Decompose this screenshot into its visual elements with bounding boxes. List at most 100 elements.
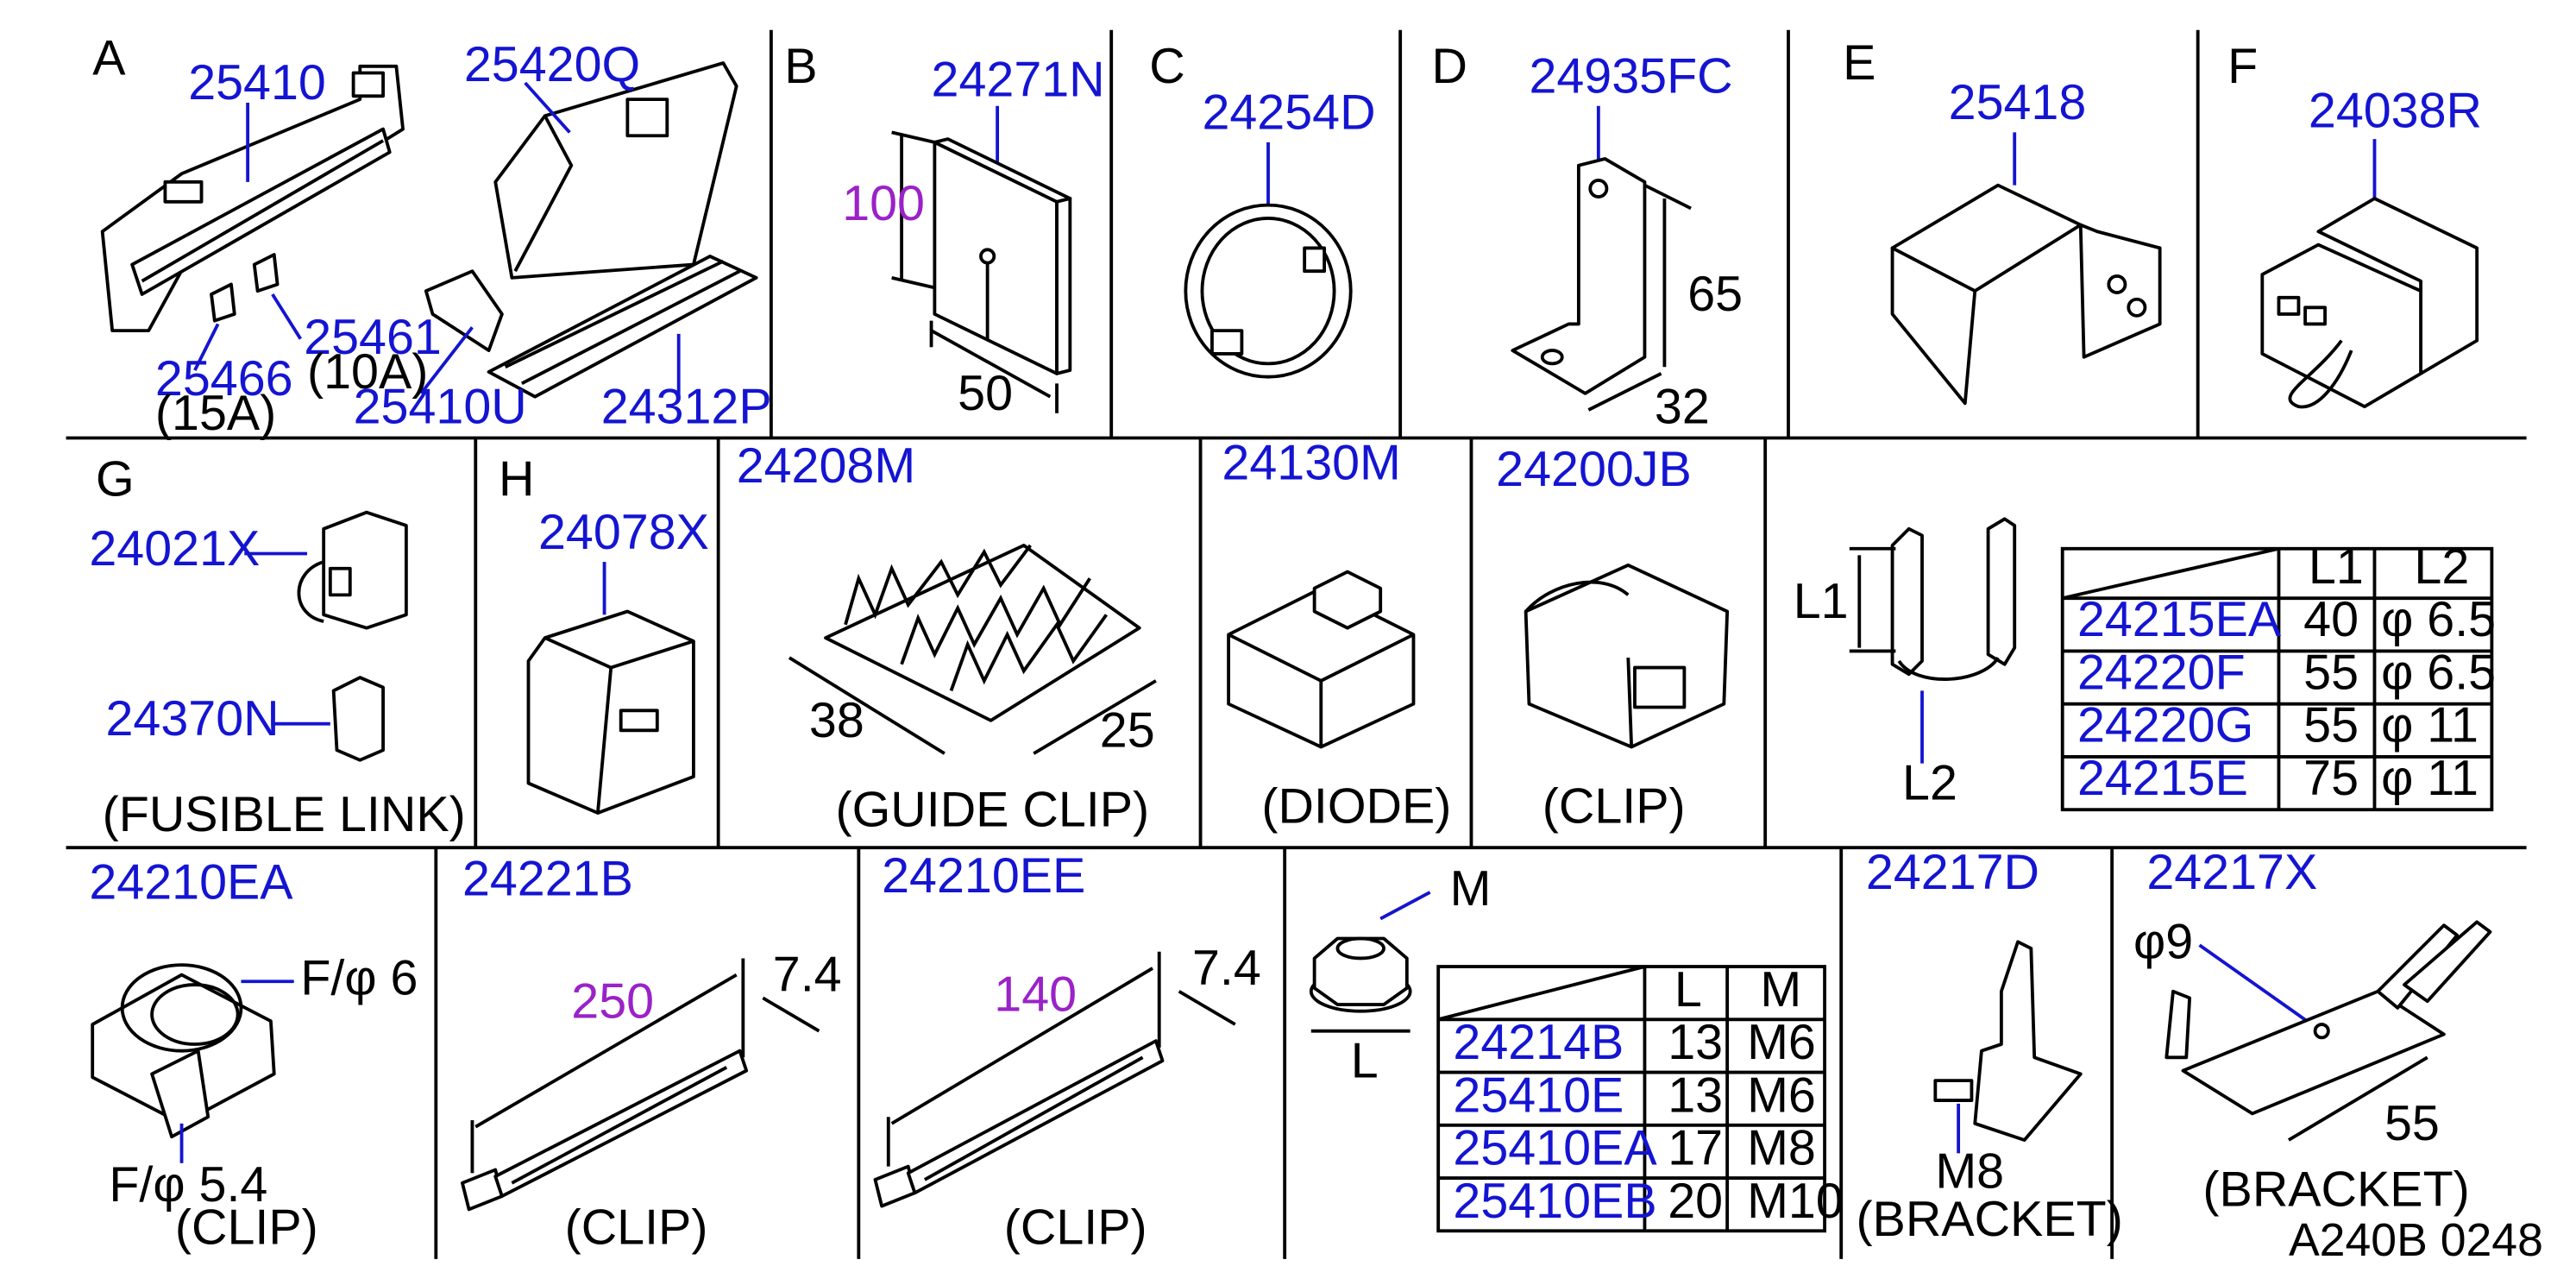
table-row-m: M10 (1747, 1174, 1844, 1229)
section-bracket-24217x: 24217X φ9 55 (BRACKET) (2133, 845, 2492, 1218)
label-l1: L1 (1794, 574, 1849, 629)
table-row-l: 20 (1668, 1174, 1723, 1229)
section-diode: 24130M (DIODE) (1222, 435, 1451, 834)
bracket-24217d-illustration (1933, 940, 2083, 1142)
part-number-24271n: 24271N (932, 52, 1105, 107)
caption-clip-24221b: (CLIP) (565, 1200, 708, 1256)
dimension-lines-b (891, 130, 1059, 413)
part-number-25410u: 25410U (354, 379, 527, 434)
table-row-part: 25410EB (1453, 1174, 1656, 1229)
part-number-25410: 25410 (188, 55, 326, 110)
connector-block-illustration (2260, 197, 2479, 409)
caption-diode: (DIODE) (1261, 779, 1451, 835)
caption-clip-24210ee: (CLIP) (1004, 1200, 1147, 1256)
fuse-illustrations (210, 253, 758, 399)
table-row-l: 13 (1668, 1015, 1723, 1070)
fuse-rating-10a: (10A) (307, 344, 428, 400)
table-row-part: 25410E (1453, 1068, 1624, 1123)
table-row-m: M8 (1747, 1121, 1816, 1176)
part-number-24200jb: 24200JB (1496, 442, 1692, 497)
dimension-55: 55 (2384, 1096, 2440, 1151)
part-number-25466: 25466 (155, 351, 293, 406)
part-number-24217x: 24217X (2146, 845, 2317, 900)
table-row-part: 24215E (2077, 751, 2248, 806)
section-guide-clip: 24208M 38 25 (GUIDE CLIP) (737, 438, 1157, 837)
dimension-250: 250 (571, 973, 654, 1029)
table-row-l1: 75 (2303, 751, 2359, 806)
section-letter-d: D (1432, 39, 1467, 94)
section-letter-b: B (784, 39, 817, 94)
dimension-100: 100 (842, 176, 925, 231)
diode-illustration (1227, 570, 1416, 749)
part-number-24021x: 24021X (89, 521, 260, 576)
hole-diameter-9: φ9 (2133, 914, 2193, 969)
caption-guide-clip: (GUIDE CLIP) (836, 782, 1150, 837)
table-row-part: 24215EA (2077, 592, 2282, 647)
nut-table-header-l: L (1674, 962, 1702, 1017)
ring-clip-illustration (1184, 203, 1353, 379)
section-c: C 24254D (1149, 39, 1376, 379)
part-number-24210ea: 24210EA (89, 855, 293, 910)
caption-bracket-24217d: (BRACKET) (1856, 1192, 2122, 1247)
label-m: M (1450, 861, 1492, 917)
l-bracket-illustration (1511, 157, 1647, 395)
section-clip-24210ee: 24210EE 140 7.4 (CLIP) (873, 848, 1261, 1256)
part-number-24254d: 24254D (1202, 85, 1375, 141)
dimension-lines-guide (788, 656, 1157, 755)
table-row-m: M6 (1747, 1015, 1816, 1070)
caption-clip-24200jb: (CLIP) (1542, 779, 1686, 835)
caption-bracket-24217x: (BRACKET) (2202, 1162, 2469, 1218)
dimension-140: 140 (994, 967, 1077, 1023)
label-l2: L2 (1902, 756, 1957, 811)
part-number-24208m: 24208M (737, 438, 915, 494)
section-nut-table: M L L M 24214B 13 M6 25410E 13 M6 25410E… (1309, 861, 1844, 1233)
table-row-l2: φ 6.5 (2381, 592, 2496, 647)
table-row-part: 24220F (2077, 645, 2246, 700)
l-table-header-l2: L2 (2414, 539, 2469, 595)
fuse-block-illustration (100, 64, 405, 333)
l-table-header-l1: L1 (2309, 539, 2364, 595)
section-letter-c: C (1149, 39, 1184, 94)
section-letter-f: F (2227, 39, 2258, 94)
dimension-38: 38 (809, 693, 864, 748)
section-e: E 25418 (1843, 35, 2162, 406)
part-number-24078x: 24078X (538, 505, 709, 560)
table-row-l2: φ 6.5 (2381, 645, 2496, 700)
section-clip-24200jb: 24200JB (CLIP) (1496, 442, 1730, 835)
table-row-l1: 55 (2303, 698, 2359, 753)
part-number-24935fc: 24935FC (1529, 48, 1732, 104)
fusible-link-illustration (297, 510, 408, 630)
table-row-l2: φ 11 (2381, 698, 2479, 753)
dimension-50: 50 (958, 366, 1013, 421)
table-row-l2: φ 11 (2381, 751, 2479, 806)
nut-table-header-m: M (1760, 962, 1801, 1017)
l-table: L1 L2 24215EA 40 φ 6.5 24220F 55 φ 6.5 2… (2060, 539, 2496, 812)
dimension-lines-24210ee (886, 951, 1236, 1167)
section-f: F 24038R (2227, 39, 2482, 409)
section-letter-e: E (1843, 35, 1875, 91)
part-number-25461: 25461 (304, 310, 442, 365)
section-clip-24210ea: 24210EA F/φ 6 F/φ 5.4 (CLIP) (89, 855, 418, 1256)
small-clip-illustration (331, 676, 385, 762)
label-l: L (1351, 1033, 1379, 1088)
table-row-part: 25410EA (1453, 1121, 1657, 1176)
u-clip-illustration (1890, 517, 2017, 681)
part-number-24370n: 24370N (106, 691, 280, 746)
clip-24200jb-illustration (1524, 563, 1730, 749)
pad-illustration (933, 140, 1059, 375)
dimension-25: 25 (1100, 702, 1155, 758)
table-row-part: 24214B (1453, 1015, 1624, 1070)
section-d: D 24935FC 65 32 (1432, 39, 1744, 434)
dimension-lines-d (1587, 183, 1692, 412)
bracket-24217x-illustration (2164, 920, 2492, 1116)
flange-nut-illustration (1309, 936, 1412, 1013)
nut-table: L M 24214B 13 M6 25410E 13 M6 25410EA 17… (1436, 962, 1844, 1233)
part-number-25420q: 25420Q (464, 37, 640, 92)
section-g: G 24021X 24370N (FUSIBLE LINK) (89, 452, 465, 843)
part-number-24038r: 24038R (2309, 84, 2482, 139)
dimension-32: 32 (1655, 379, 1710, 434)
part-number-24130m: 24130M (1222, 435, 1400, 490)
clip-24210ea-illustration (91, 963, 276, 1139)
table-row-m: M6 (1747, 1068, 1816, 1123)
